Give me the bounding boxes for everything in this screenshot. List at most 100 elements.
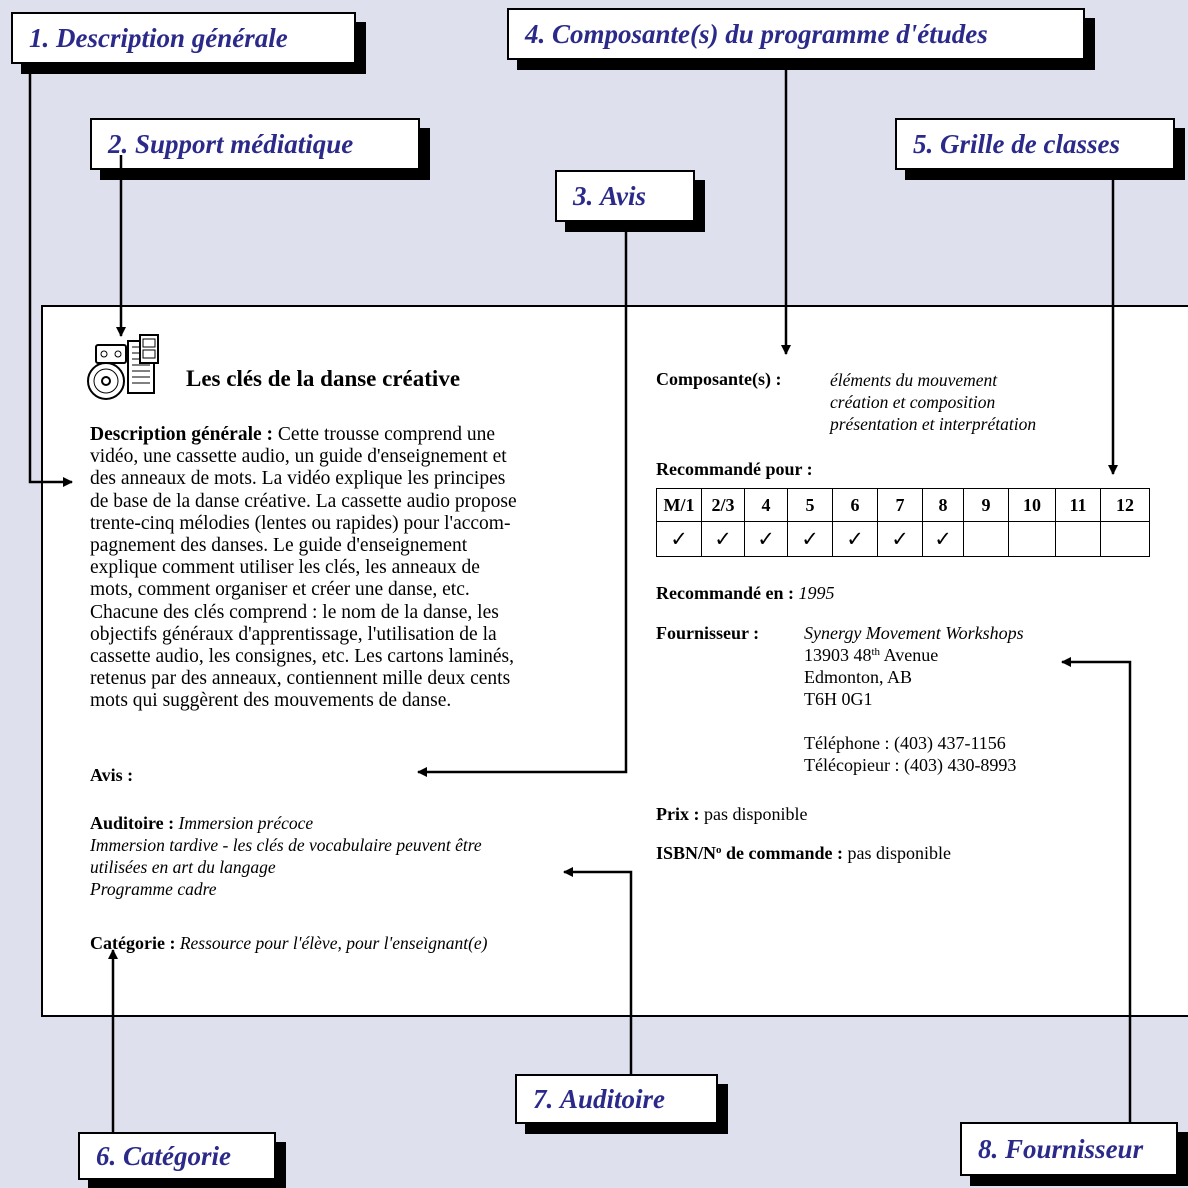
telephone: Téléphone : (403) 437-1156	[804, 733, 1006, 753]
callout-composante: 4. Composante(s) du programme d'études	[507, 8, 1085, 60]
composantes-label: Composante(s) :	[656, 369, 782, 389]
callout-auditoire: 7. Auditoire	[515, 1074, 718, 1124]
auditoire-line: Auditoire : Immersion précoce	[90, 812, 482, 834]
composante-item: création et composition	[830, 392, 996, 412]
callout-label: Support médiatique	[135, 128, 354, 159]
callout-number: 5.	[913, 128, 934, 159]
description-line: explique comment utiliser les clés, les …	[90, 557, 480, 579]
grade-header-row: M/1 2/3 4 5 6 7 8 9 10 11 12	[656, 488, 1150, 522]
description-text: Cette trousse comprend une	[277, 424, 496, 445]
categorie-line: Catégorie : Ressource pour l'élève, pour…	[90, 932, 488, 954]
description-line: trente-cinq mélodies (lentes ou rapides)…	[90, 512, 511, 534]
address-street: 13903 48th Avenue	[804, 644, 1024, 666]
description-line: objectifs généraux d'apprentissage, l'ut…	[90, 623, 497, 645]
grade-cell: 12	[1100, 488, 1150, 522]
description-label: Description générale :	[90, 424, 274, 445]
description-line: Description générale : Cette trousse com…	[90, 424, 610, 446]
multimedia-icon	[87, 334, 159, 400]
connector-auditoire	[563, 867, 633, 1074]
callout-label: Auditoire	[560, 1083, 666, 1114]
callout-fournisseur: 8. Fournisseur	[960, 1122, 1178, 1176]
recommande-en-value: 1995	[798, 583, 835, 603]
check-cell: ✓	[787, 521, 833, 557]
callout-grille: 5. Grille de classes	[895, 118, 1175, 170]
recommande-en-label: Recommandé en :	[656, 583, 794, 603]
callout-number: 6.	[96, 1140, 117, 1171]
connector-description	[28, 68, 73, 487]
grade-cell: 7	[877, 488, 923, 522]
prix-line: Prix : pas disponible	[656, 803, 807, 825]
auditoire-line: utilisées en art du langage	[90, 857, 276, 877]
check-cell: ✓	[701, 521, 745, 557]
grade-check-row: ✓ ✓ ✓ ✓ ✓ ✓ ✓	[656, 521, 1150, 557]
grade-cell: 10	[1008, 488, 1056, 522]
fournisseur-block: Synergy Movement Workshops 13903 48th Av…	[804, 622, 1024, 776]
callout-number: 1.	[29, 22, 50, 53]
callout-support: 2. Support médiatique	[90, 118, 420, 170]
check-cell	[1100, 521, 1150, 557]
callout-number: 8.	[978, 1133, 999, 1164]
resource-title: Les clés de la danse créative	[186, 366, 461, 391]
categorie-label: Catégorie :	[90, 933, 176, 953]
grade-grid: M/1 2/3 4 5 6 7 8 9 10 11 12 ✓ ✓ ✓ ✓ ✓ ✓…	[656, 488, 1150, 557]
grade-cell: 5	[787, 488, 833, 522]
auditoire-line: Programme cadre	[90, 879, 217, 899]
recommande-pour-label: Recommandé pour :	[656, 459, 813, 479]
check-cell: ✓	[656, 521, 702, 557]
description-line: mots qui suggèrent des mouvements de dan…	[90, 690, 452, 712]
description-line: des anneaux de mots. La vidéo explique l…	[90, 468, 506, 490]
description-line: vidéo, une cassette audio, un guide d'en…	[90, 446, 507, 468]
isbn-label-text: ISBN/N	[656, 843, 717, 863]
check-cell	[963, 521, 1009, 557]
callout-label: Catégorie	[123, 1140, 231, 1171]
avis-label: Avis :	[90, 765, 134, 785]
categorie-value: Ressource pour l'élève, pour l'enseignan…	[179, 933, 488, 953]
address-city: Edmonton, AB	[804, 667, 913, 687]
check-cell: ✓	[832, 521, 878, 557]
isbn-line: ISBN/No de commande : pas disponible	[656, 842, 951, 864]
composantes-list: éléments du mouvement création et compos…	[830, 369, 1036, 435]
grade-cell: 4	[744, 488, 788, 522]
callout-label: Grille de classes	[940, 128, 1120, 159]
callout-label: Composante(s) du programme d'études	[552, 18, 988, 49]
description-line: mots, comment organiser et créer une dan…	[90, 579, 470, 601]
callout-number: 7.	[533, 1083, 554, 1114]
description-line: Chacune des clés comprend : le nom de la…	[90, 601, 499, 623]
auditoire-label: Auditoire :	[90, 813, 175, 833]
address-suffix: th	[871, 646, 881, 658]
address-number: 13903 48	[804, 645, 872, 665]
description-block: Description générale : Cette trousse com…	[90, 424, 610, 713]
prix-label: Prix :	[656, 804, 700, 824]
resource-card	[41, 305, 1188, 1017]
isbn-label-sup: o	[716, 844, 722, 856]
check-cell: ✓	[922, 521, 964, 557]
callout-description: 1. Description générale	[11, 12, 356, 64]
callout-number: 3.	[573, 180, 594, 211]
isbn-label: ISBN/No de commande :	[656, 843, 843, 863]
check-cell	[1055, 521, 1101, 557]
address-street-name: Avenue	[880, 645, 939, 665]
callout-number: 4.	[525, 18, 546, 49]
connector-avis	[417, 222, 628, 777]
isbn-label-rest: de commande :	[721, 843, 844, 863]
description-line: pagnement des danses. Le guide d'enseign…	[90, 535, 468, 557]
address-postal: T6H 0G1	[804, 689, 873, 709]
auditoire-block: Auditoire : Immersion précoce Immersion …	[90, 812, 482, 900]
fournisseur-label: Fournisseur :	[656, 623, 760, 643]
composante-item: présentation et interprétation	[830, 414, 1037, 434]
grade-cell: 11	[1055, 488, 1101, 522]
prix-value: pas disponible	[703, 804, 808, 824]
grade-cell: 2/3	[701, 488, 745, 522]
callout-label: Avis	[600, 180, 646, 211]
callout-number: 2.	[108, 128, 129, 159]
callout-avis: 3. Avis	[555, 170, 695, 222]
isbn-value: pas disponible	[847, 843, 952, 863]
description-line: de base de la danse créative. La cassett…	[90, 490, 517, 512]
check-cell: ✓	[877, 521, 923, 557]
composante-item: éléments du mouvement	[830, 370, 998, 390]
description-line: cassette audio, les consignes, etc. Les …	[90, 646, 514, 668]
callout-label: Fournisseur	[1005, 1133, 1144, 1164]
callout-categorie: 6. Catégorie	[78, 1132, 276, 1180]
fournisseur-name: Synergy Movement Workshops	[804, 623, 1024, 643]
